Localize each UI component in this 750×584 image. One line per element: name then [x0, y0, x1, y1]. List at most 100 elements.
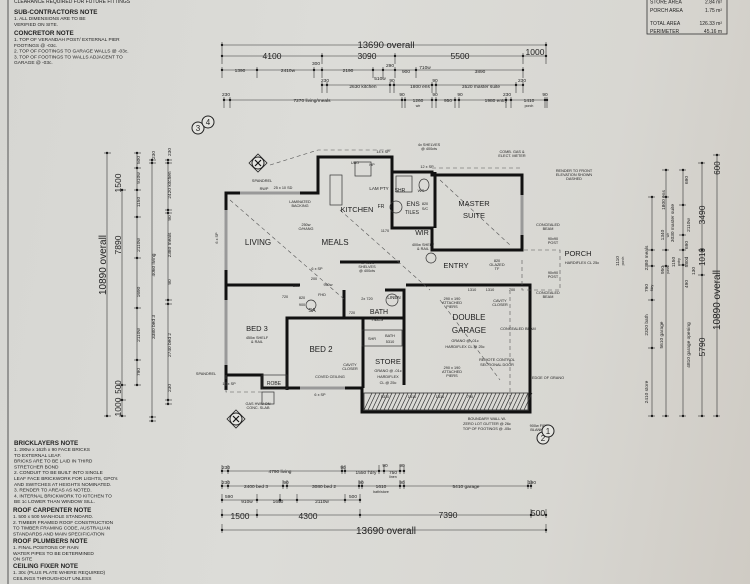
dimension-label: 1690 — [273, 499, 284, 505]
dimension-label: 690 — [684, 241, 690, 249]
plan-annotation: 1310 — [468, 288, 476, 292]
dimension-label: 2410w — [281, 68, 296, 74]
room-label-fr: FR — [378, 204, 385, 210]
dimension-label: 1610 — [376, 484, 387, 490]
dimension-label: 10890 overall — [98, 235, 109, 295]
section-marker-circle — [191, 121, 205, 135]
dashed-lines — [225, 149, 561, 405]
dimension-label: 13690 overall — [356, 526, 416, 537]
dimension-label: 5610 garage — [659, 321, 665, 348]
plan-annotation: GLAZED — [489, 263, 504, 267]
plan-annotation: ATTACHED — [442, 370, 462, 374]
dimension-label: 1150 — [671, 257, 677, 268]
room-label-double-garage-2: GARAGE — [452, 326, 486, 335]
section-marker-circle — [201, 115, 215, 129]
area-label: PORCH AREA — [650, 8, 683, 14]
plan-annotation: 250w — [301, 223, 310, 227]
room-label-linen: LINEN — [387, 295, 400, 300]
plan-annotation: 6 x SP — [314, 393, 326, 397]
note-line: 3. RENDER TO AREAS AS NOTED. — [14, 488, 92, 494]
dimension-label: 90 — [358, 480, 364, 486]
plan-annotation: CL @ 25c — [380, 381, 397, 385]
plan-annotation: 1170 — [381, 229, 389, 233]
dimension-label: 2110w — [315, 499, 329, 505]
note-title: BRICKLAYERS NOTE — [14, 440, 78, 447]
plan-annotation: CONCEALED BEAM — [500, 327, 535, 331]
plan-annotation: 2x 720 — [361, 297, 372, 301]
dimension-label: 5500 — [451, 51, 470, 61]
room-label-bath: BATH — [370, 309, 388, 316]
room-label-wir: WIR — [415, 230, 429, 237]
elevation-x-marker-icon — [248, 153, 268, 173]
dimension-label: 510w — [374, 76, 386, 82]
plan-annotation: @ 400cts — [421, 147, 437, 151]
plan-annotation: COVED CEILING — [315, 375, 345, 379]
dimension-label: 90 — [399, 463, 405, 469]
plan-annotation: BEAM — [543, 227, 554, 231]
dimension-label: 790 — [136, 368, 142, 376]
dimension-label: 90 — [167, 215, 173, 221]
plan-annotation: 14 x SP — [376, 150, 390, 154]
walls — [224, 155, 532, 414]
plan-annotation: 450w SHELF — [246, 336, 269, 340]
fixtures — [261, 161, 437, 405]
dimension-label: 90 — [382, 463, 388, 469]
dimension-label: 4060 living — [151, 253, 157, 276]
dimension-label: 7390 — [439, 510, 458, 520]
note-line: 1. 290w x 162h x 90 FACE BRICKS — [14, 447, 90, 453]
dimension-label: 1000 — [113, 397, 123, 416]
note-line: 1. ALL DIMENSIONS ARE TO BE — [14, 16, 86, 22]
plan-annotation: CLOSER — [492, 303, 508, 307]
dimension-label: 3090 — [358, 51, 377, 61]
section-marker-label: 4 — [206, 118, 211, 127]
section-marker-label: 3 — [196, 124, 201, 133]
note-line: GARAGE @ -03c. — [14, 60, 53, 66]
plan-annotation: 900 — [299, 303, 305, 307]
plan-annotation: CONC. SLAB — [247, 406, 270, 410]
area-schedule-box — [646, 0, 728, 35]
dimension-label: 690 — [684, 176, 690, 184]
plan-annotation: BEAM — [543, 295, 554, 299]
note-line: 1. 30c (PLUS PLATE WHERE REQUIRED) — [13, 570, 106, 576]
dimension-label: 500 — [531, 508, 545, 518]
dimension-label: 230 — [151, 151, 157, 159]
dimension-label: 790 — [644, 284, 650, 292]
dimension-label: 2400 bed 3 — [244, 484, 268, 490]
plan-annotation: REMOTE CONTROL — [479, 358, 515, 362]
dimension-label: wir — [666, 232, 670, 237]
windows — [224, 191, 524, 390]
dimension-label: 1340 — [660, 229, 666, 240]
room-label-lam-pty: LAM PTY — [369, 186, 388, 191]
note-line: TO EXTERNAL LEAF. — [14, 453, 61, 459]
note-line: 2. CONDUIT TO BE BUILT INTO SINGLE — [14, 470, 103, 476]
plan-annotation: GAS HWU ON — [246, 402, 271, 406]
area-value: 45.16 m — [704, 29, 722, 35]
plan-annotation: 700 — [467, 395, 473, 399]
note-line: CEILINGS THROUGHOUT UNLESS — [13, 576, 91, 582]
plan-annotation: 820 — [422, 202, 428, 206]
dimension-label: 90 — [389, 78, 395, 84]
note-line: VERIFIED ON SITE. — [14, 22, 58, 28]
plan-annotation: 12 x SP — [420, 165, 434, 169]
dimension-label: 1980 entry — [485, 98, 508, 104]
dimension-label: 500 — [349, 494, 357, 500]
dimension-label: 4300 — [299, 511, 318, 521]
area-value: 1.75 m² — [705, 8, 722, 14]
plan-annotation: & RAIL — [251, 340, 263, 344]
plan-annotation: LAMINATED — [289, 200, 311, 204]
plan-annotation: BLANKET — [530, 428, 548, 432]
plan-annotation: 90x90 — [548, 237, 558, 241]
dimension-label: porch — [621, 257, 625, 266]
plan-annotation: PIERS — [446, 374, 458, 378]
note-line: 2. TOP OF FOOTINGS TO GARAGE WALLS @ -03… — [14, 49, 129, 55]
area-label: TOTAL AREA — [650, 21, 681, 27]
plan-annotation: HARDIFLEX — [377, 375, 399, 379]
plan-annotation: & RAIL — [417, 247, 429, 251]
plan-annotation: CAVITY — [343, 363, 357, 367]
plan-annotation: 700 — [509, 288, 515, 292]
note-line: ON SITE — [13, 557, 32, 563]
plan-annotation: POST — [548, 275, 559, 279]
note-line: BRICKS ARE TO BE LAID IN THIRD — [14, 459, 93, 465]
room-label-wc: WC — [418, 188, 425, 193]
